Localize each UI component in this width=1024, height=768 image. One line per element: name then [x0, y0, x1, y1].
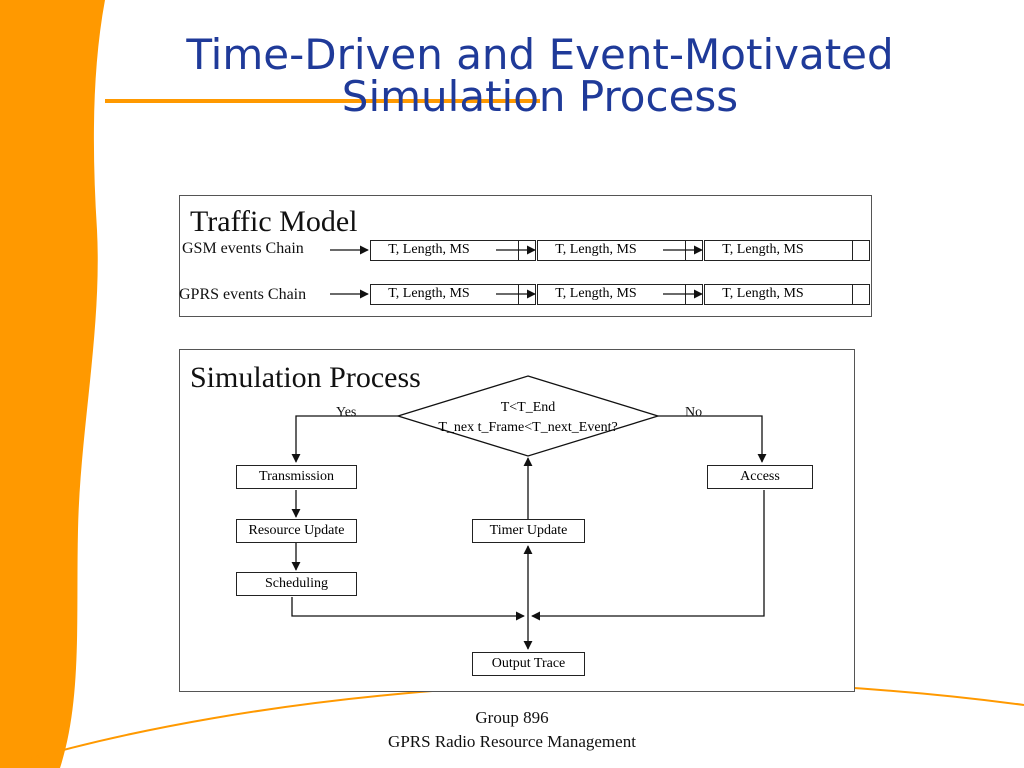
simulation-process-title: Simulation Process [190, 361, 421, 394]
gsm-event-node-2: T, Length, MS [537, 240, 703, 261]
next-pointer-cell [852, 285, 869, 304]
traffic-model-title: Traffic Model [190, 205, 358, 238]
footer-course: GPRS Radio Resource Management [388, 732, 636, 751]
gsm-event-node-1: T, Length, MS [370, 240, 536, 261]
gprs-event-node-1: T, Length, MS [370, 284, 536, 305]
gprs-event-node-3: T, Length, MS [704, 284, 870, 305]
next-pointer-cell [852, 241, 869, 260]
event-label: T, Length, MS [555, 286, 637, 301]
scheduling-box: Scheduling [236, 572, 357, 596]
orange-left-band [0, 0, 105, 768]
footer-group: Group 896 [475, 708, 549, 727]
access-box: Access [707, 465, 813, 489]
next-pointer-cell [518, 285, 535, 304]
decision-line-2: T_nex t_Frame<T_next_Event? [438, 420, 618, 435]
next-pointer-cell [518, 241, 535, 260]
no-label: No [685, 405, 703, 420]
gsm-chain-label: GSM events Chain [182, 240, 304, 257]
slide-title-line-2: Simulation Process [341, 72, 739, 121]
event-label: T, Length, MS [388, 242, 470, 257]
output-trace-box: Output Trace [472, 652, 585, 676]
transmission-box: Transmission [236, 465, 357, 489]
resource-update-box: Resource Update [236, 519, 357, 543]
event-label: T, Length, MS [722, 286, 804, 301]
yes-label: Yes [336, 405, 357, 420]
next-pointer-cell [685, 241, 702, 260]
gsm-event-node-3: T, Length, MS [704, 240, 870, 261]
next-pointer-cell [685, 285, 702, 304]
decision-line-1: T<T_End [500, 400, 556, 415]
slide-title-line-1: Time-Driven and Event-Motivated [186, 30, 894, 79]
decision-text: T<T_End T_nex t_Frame<T_next_Event? [398, 398, 658, 438]
gprs-event-node-2: T, Length, MS [537, 284, 703, 305]
event-label: T, Length, MS [722, 242, 804, 257]
event-label: T, Length, MS [388, 286, 470, 301]
event-label: T, Length, MS [555, 242, 637, 257]
timer-update-box: Timer Update [472, 519, 585, 543]
gprs-chain-label: GPRS events Chain [179, 286, 307, 303]
